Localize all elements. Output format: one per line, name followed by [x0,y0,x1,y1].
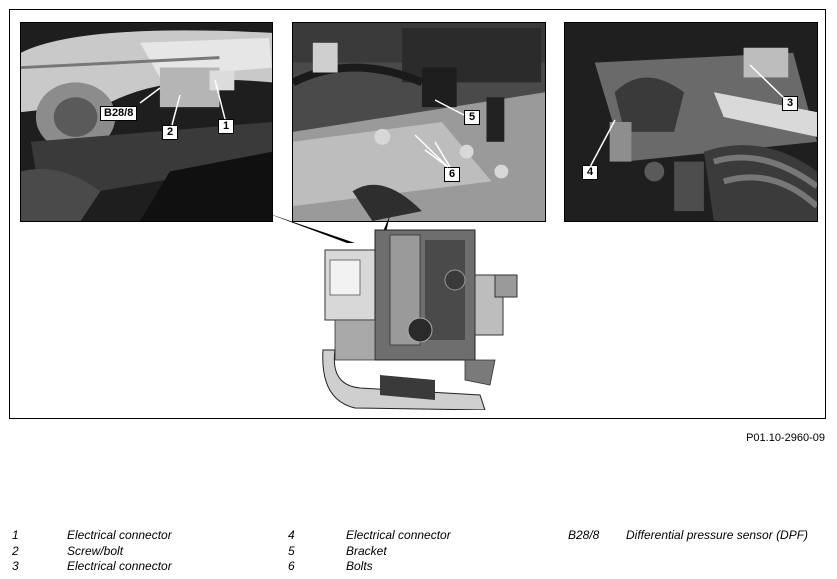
legend-column-2: 4 Electrical connector 5 Bracket 6 Bolts [288,528,558,575]
legend-text: Electrical connector [346,528,451,542]
legend-number: 6 [288,559,295,573]
callout-6: 6 [444,167,460,182]
callout-4: 4 [582,165,598,180]
engine-illustration [322,229,518,410]
photo-dpf-sensor-image [21,23,272,221]
legend-item: 6 Bolts [288,559,558,575]
legend-text: Electrical connector [67,559,172,573]
photo-connectors [564,22,818,222]
photo-dpf-sensor [20,22,273,222]
photo-bracket [292,22,546,222]
legend-number: 4 [288,528,295,542]
legend-text: Bracket [346,543,387,558]
legend-text: Electrical connector [67,528,172,542]
legend-number: 1 [12,528,19,542]
callout-5: 5 [464,110,480,125]
figure-frame: B28/8 2 1 5 6 [9,9,826,419]
legend-item: 2 Screw/bolt [12,544,282,560]
legend-item: 5 Bracket [288,544,558,560]
legend-item: 4 Electrical connector [288,528,558,544]
legend-number: 5 [288,543,295,558]
legend-column-3: B28/8 Differential pressure sensor (DPF) [568,528,827,544]
photo-bracket-image [293,23,545,221]
figure-id: P01.10-2960-09 [746,432,825,444]
legend: 1 Electrical connector 2 Screw/bolt 3 El… [12,528,827,576]
legend-item: 3 Electrical connector [12,559,282,575]
legend-column-1: 1 Electrical connector 2 Screw/bolt 3 El… [12,528,282,575]
legend-text: Screw/bolt [67,543,124,558]
photo-connectors-image [565,23,817,221]
callout-b28-8: B28/8 [100,106,138,121]
callout-1: 1 [218,119,234,134]
legend-number: 3 [12,559,19,573]
callout-3: 3 [782,96,798,111]
legend-number: B28/8 [568,528,600,542]
legend-text: Differential pressure sensor (DPF) [626,528,809,542]
legend-text: Bolts [346,559,373,573]
callout-2: 2 [162,125,178,140]
legend-number: 2 [12,543,19,558]
legend-item: 1 Electrical connector [12,528,282,544]
legend-item: B28/8 Differential pressure sensor (DPF) [568,528,827,544]
